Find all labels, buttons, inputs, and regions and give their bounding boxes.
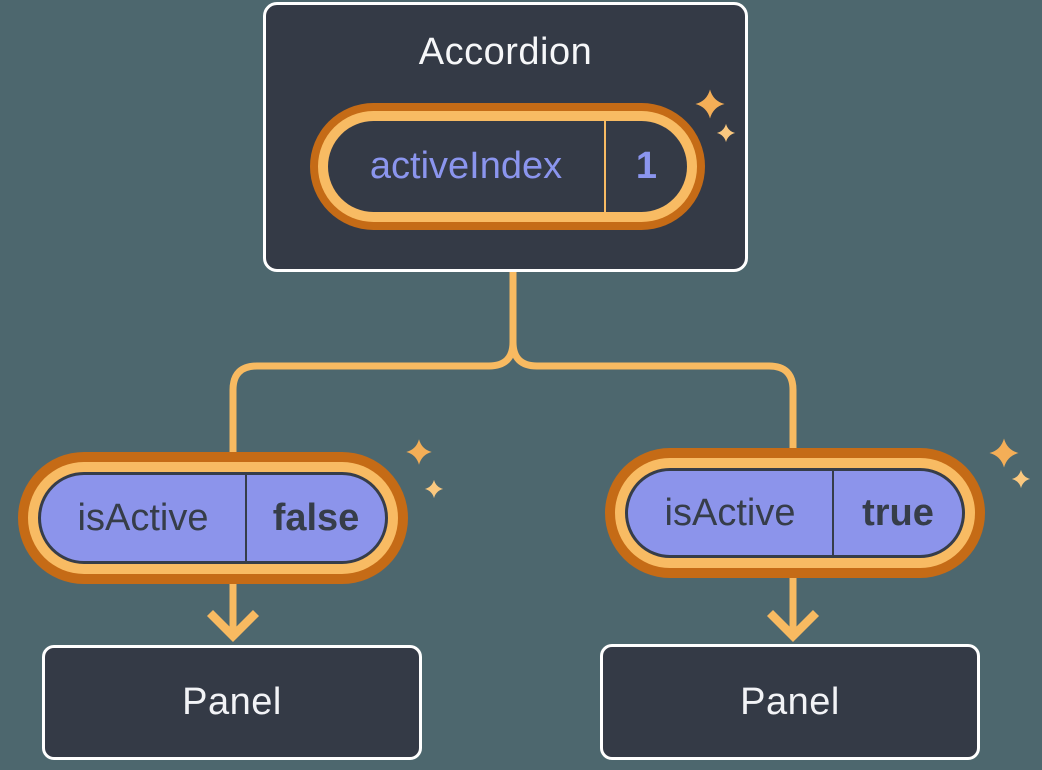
- arrow-down-icon: [766, 609, 820, 643]
- sparkle-icon-small: [1011, 469, 1031, 489]
- state-divider: [604, 121, 606, 212]
- prop-pill-left: isActive false: [18, 452, 408, 584]
- panel-node-right: Panel: [600, 644, 980, 760]
- connector-right-branch: [509, 341, 797, 632]
- panel-node-left: Panel: [42, 645, 422, 760]
- state-name: activeIndex: [369, 145, 563, 187]
- state-pill-ring: activeIndex 1: [318, 111, 697, 222]
- prop-value: false: [272, 496, 360, 539]
- prop-pill-right-body: isActive true: [625, 468, 965, 558]
- sparkle-icon-small: [424, 479, 444, 499]
- prop-pill-right: isActive true: [605, 448, 985, 578]
- prop-pill-left-body: isActive false: [38, 472, 388, 564]
- sparkle-icon-large: [406, 439, 432, 465]
- prop-name: isActive: [77, 496, 209, 539]
- prop-name: isActive: [664, 491, 796, 534]
- arrow-down-icon: [206, 609, 260, 643]
- sparkle-icon-large: [989, 438, 1019, 468]
- panel-label: Panel: [182, 681, 282, 723]
- state-pill: activeIndex 1: [310, 103, 705, 230]
- prop-value: true: [862, 491, 934, 534]
- sparkle-icon-small: [716, 123, 736, 143]
- state-pill-body: activeIndex 1: [328, 121, 687, 212]
- sparkle-icon-large: [695, 89, 725, 119]
- state-value: 1: [635, 145, 658, 187]
- prop-pill-right-ring: isActive true: [615, 458, 975, 568]
- accordion-title: Accordion: [418, 31, 593, 73]
- prop-divider: [832, 471, 834, 555]
- prop-divider: [245, 475, 247, 561]
- accordion-node: Accordion activeIndex 1: [263, 2, 748, 272]
- panel-label: Panel: [740, 680, 840, 723]
- prop-pill-left-ring: isActive false: [28, 462, 398, 574]
